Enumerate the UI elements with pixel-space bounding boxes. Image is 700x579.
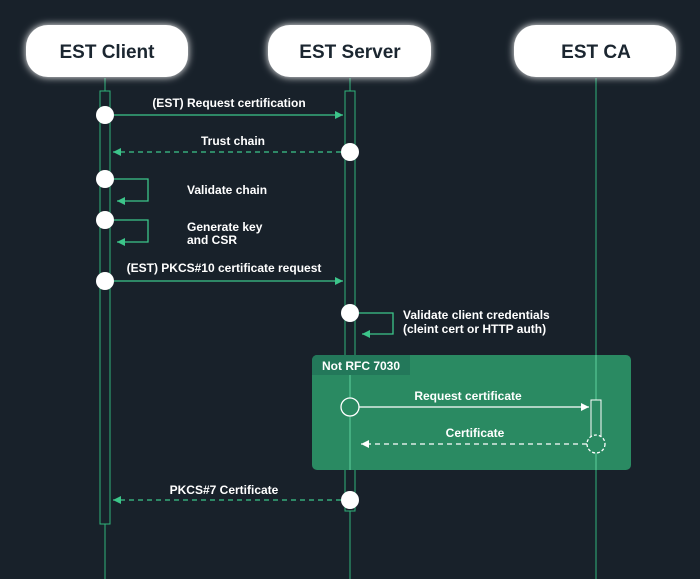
msg-pkcs7-label: PKCS#7 Certificate <box>170 483 279 497</box>
msg-validate-credentials-label-1: Validate client credentials <box>403 308 550 322</box>
msg-validate-chain: Validate chain <box>96 170 267 205</box>
msg-request-certification-label: (EST) Request certification <box>152 96 305 110</box>
actor-server-label: EST Server <box>299 42 401 63</box>
msg-ca-request: Request certificate <box>340 389 589 417</box>
actor-ca-label: EST CA <box>561 42 631 63</box>
msg-ca-request-label: Request certificate <box>414 389 522 403</box>
msg-ca-certificate-label: Certificate <box>446 426 505 440</box>
msg-trust-chain: Trust chain <box>113 134 359 161</box>
msg-pkcs10-label: (EST) PKCS#10 certificate request <box>127 261 322 275</box>
msg-validate-credentials-label-2: (cleint cert or HTTP auth) <box>403 322 546 336</box>
msg-trust-chain-label: Trust chain <box>201 134 265 148</box>
band-label: Not RFC 7030 <box>322 359 400 373</box>
server-activation <box>344 90 356 512</box>
msg-request-certification: (EST) Request certification <box>96 96 343 124</box>
msg-generate-key-label-2: and CSR <box>187 233 237 247</box>
msg-ca-certificate: Certificate <box>361 426 606 454</box>
actor-ca <box>514 25 676 77</box>
msg-generate-key: Generate key and CSR <box>96 211 263 247</box>
msg-validate-chain-label: Validate chain <box>187 183 267 197</box>
msg-pkcs10-request: (EST) PKCS#10 certificate request <box>96 261 343 290</box>
client-activation <box>99 90 111 525</box>
msg-validate-credentials: Validate client credentials (cleint cert… <box>341 304 550 338</box>
actor-client-label: EST Client <box>59 42 155 63</box>
not-rfc-band: Not RFC 7030 <box>312 355 631 470</box>
actor-server <box>268 25 431 77</box>
actor-client <box>26 25 188 77</box>
msg-generate-key-label-1: Generate key <box>187 220 263 234</box>
msg-pkcs7-certificate: PKCS#7 Certificate <box>113 483 359 509</box>
